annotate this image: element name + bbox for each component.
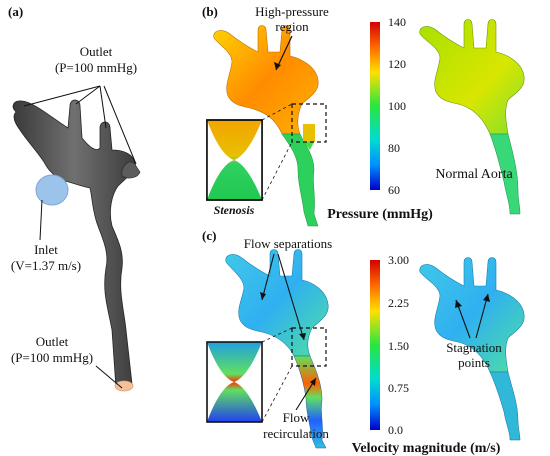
stagnation-line2: points xyxy=(458,355,490,370)
inlet-line2: (V=1.37 m/s) xyxy=(11,258,81,273)
pressure-tick-60: 60 xyxy=(388,183,400,197)
zoom-lines-b xyxy=(261,103,293,201)
recirculation-line1: Flow xyxy=(283,410,310,425)
velocity-normal-model xyxy=(419,257,525,441)
velocity-colorbar xyxy=(370,260,380,430)
panel-a-label: (a) xyxy=(8,4,23,19)
velocity-tick-0-75: 0.75 xyxy=(388,381,409,395)
high-pressure-line2: region xyxy=(275,19,309,34)
inlet-line1: Inlet xyxy=(34,242,58,257)
velocity-stenosis-model xyxy=(225,249,329,449)
pressure-normal-model xyxy=(419,19,525,215)
panel-b-label: (b) xyxy=(202,4,218,19)
pressure-tick-140: 140 xyxy=(388,15,406,29)
panel-a-leaders xyxy=(23,85,137,389)
high-pressure-line1: High-pressure xyxy=(255,4,329,19)
velocity-colorbar-ticks: 3.00 2.25 1.50 0.75 0.0 xyxy=(388,253,409,437)
recirculation-line2: recirculation xyxy=(263,426,329,441)
panel-c-label: (c) xyxy=(202,228,216,243)
velocity-tick-0: 0.0 xyxy=(388,423,403,437)
inlet-face xyxy=(35,174,69,206)
pressure-tick-120: 120 xyxy=(388,57,406,71)
aorta-geometry xyxy=(12,99,141,389)
outlet-top-line1: Outlet xyxy=(80,44,113,59)
pressure-tick-80: 80 xyxy=(388,141,400,155)
velocity-tick-1-5: 1.50 xyxy=(388,339,409,353)
pressure-colorbar-ticks: 140 120 100 80 60 xyxy=(388,15,406,197)
normal-aorta-label: Normal Aorta xyxy=(435,167,513,182)
flow-separation-arrows xyxy=(261,253,305,341)
velocity-tick-2-25: 2.25 xyxy=(388,296,409,310)
zoom-lines-c xyxy=(261,327,293,423)
stagnation-line1: Stagnation xyxy=(446,340,502,355)
outlet-bottom-line1: Outlet xyxy=(36,334,69,349)
stenosis-zoom-box-b xyxy=(291,103,327,143)
stenosis-label: Stenosis xyxy=(214,203,255,217)
outlet-face-bottom xyxy=(114,380,134,392)
pressure-tick-100: 100 xyxy=(388,99,406,113)
flow-separations-label: Flow separations xyxy=(244,236,332,251)
velocity-tick-3: 3.00 xyxy=(388,253,409,267)
stenosis-zoom-box-c xyxy=(291,327,327,367)
velocity-colorbar-title: Velocity magnitude (m/s) xyxy=(352,441,501,456)
outlet-bottom-line2: (P=100 mmHg) xyxy=(11,350,93,365)
pressure-colorbar xyxy=(370,22,380,190)
pressure-colorbar-title: Pressure (mmHg) xyxy=(327,207,433,222)
outlet-top-line2: (P=100 mmHg) xyxy=(55,60,137,75)
